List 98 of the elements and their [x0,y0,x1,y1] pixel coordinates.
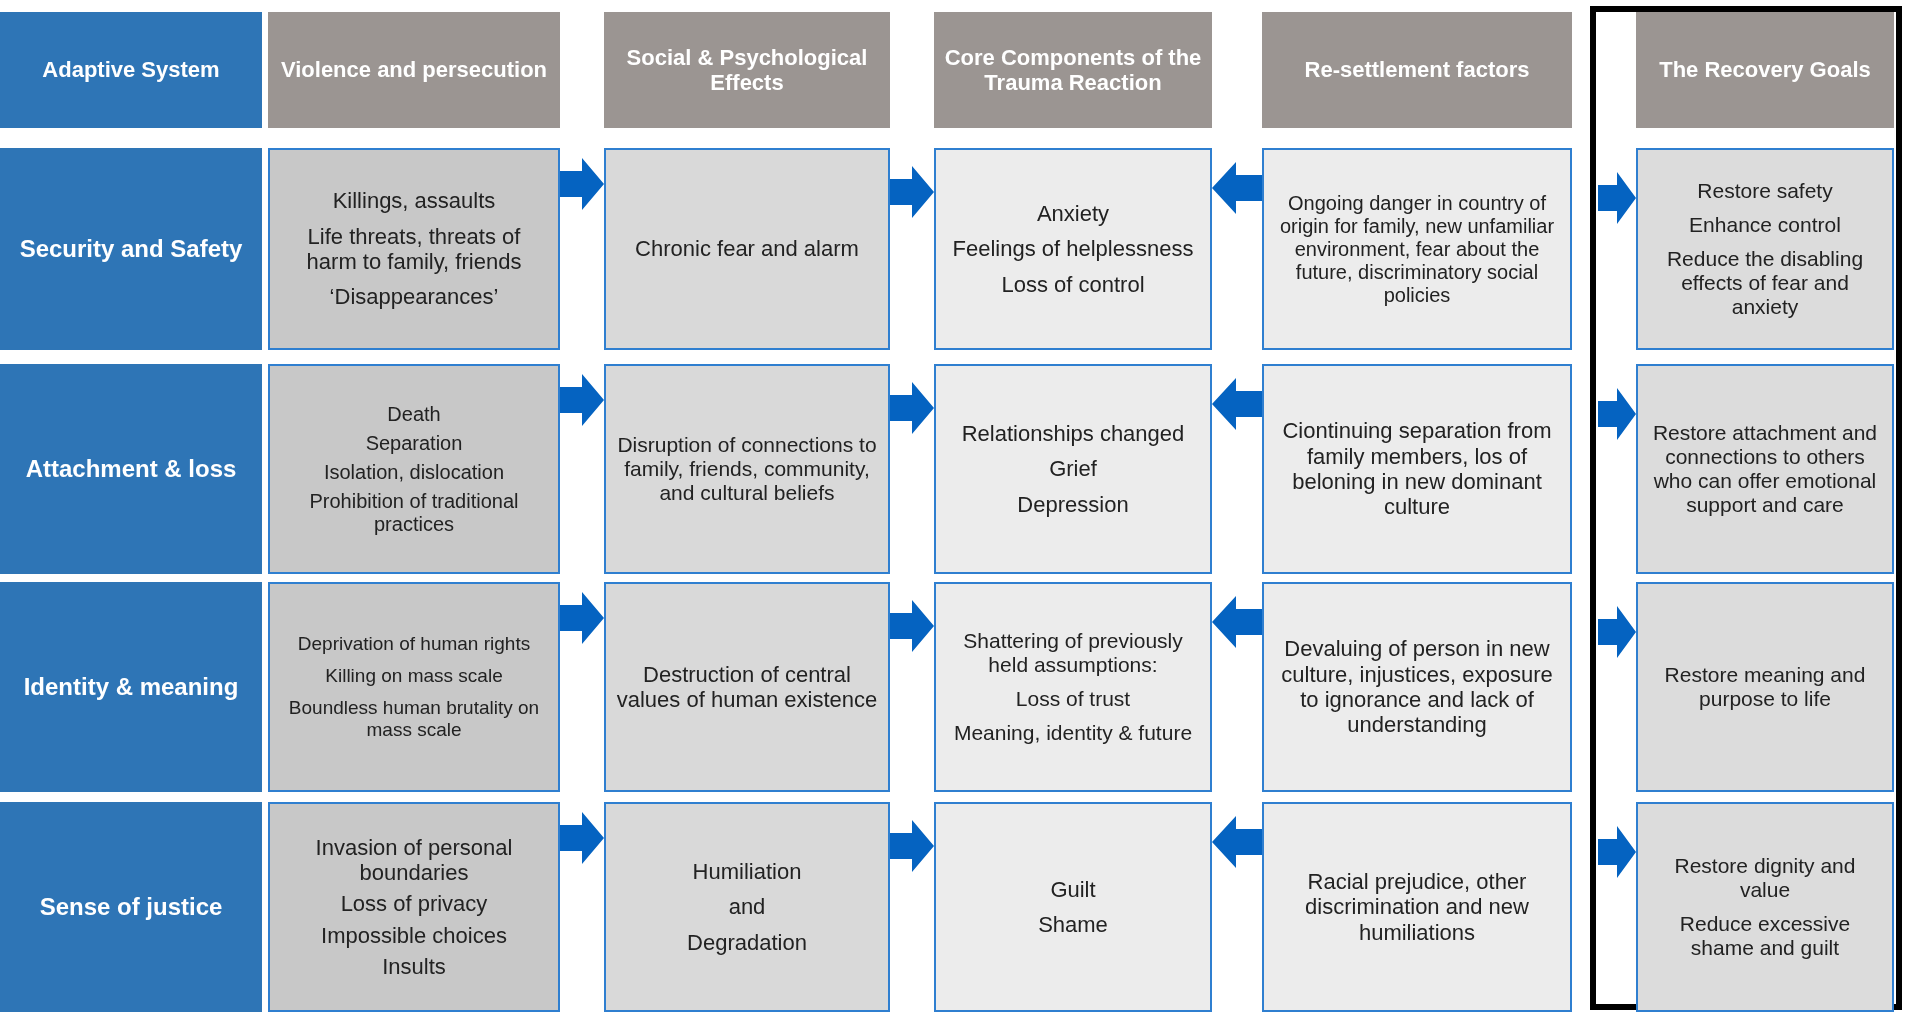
cell-text: Meaning, identity & future [953,721,1193,746]
cell-text: Restore safety [1697,178,1833,203]
cell-text: Sense of justice [39,893,223,921]
cell-text: Destruction of central values of human existence [616,661,878,713]
cell-text: Killing on mass scale [325,665,503,687]
cell-text: Reduce the disabling effects of fear and anxiety [1665,246,1865,320]
cell-text: Shattering of previously held assumptions: [962,628,1184,677]
cell-text: Degradation [687,929,807,955]
cell-text: Prohibition of traditional practices [308,489,520,536]
column-header [1636,12,1894,128]
cell-text: Restore meaning and purpose to life [1663,662,1867,712]
cell-text: Separation [365,431,463,455]
row-header [0,802,262,1012]
cell-text: Shame [1038,912,1108,938]
cell-text: Insults [382,953,446,980]
block-arrow [1212,596,1262,648]
block-arrow [1598,826,1636,878]
cell-text: Humiliation [692,859,802,885]
cell-text: Attachment & loss [25,455,237,483]
cell-text: Deprivation of human rights [297,633,531,656]
text-box [268,582,560,792]
block-arrow [1598,172,1636,224]
cell-text: Restore dignity and value [1673,853,1857,902]
text-box [934,802,1212,1012]
cell-text: Anxiety [1036,201,1110,227]
text-box [934,364,1212,574]
block-arrow [560,374,604,426]
cell-text: The Recovery Goals [1659,57,1871,83]
block-arrow [1212,816,1262,868]
cell-text: Boundless human brutality on mass scale [287,697,541,741]
cell-text: Re-settlement factors [1304,57,1530,83]
cell-text: Death [387,402,441,426]
block-arrow [890,820,934,872]
cell-text: Identity & meaning [23,673,239,701]
cell-text: Disruption of connections to family, friends, community, and cultural beliefs [616,432,878,506]
cell-text: Core Components of the Trauma Reaction [944,44,1202,96]
cell-text: Depression [1017,491,1129,517]
text-box [1262,802,1572,1012]
block-arrow [1598,388,1636,440]
cell-text: Invasion of personal boundaries [314,834,514,886]
cell-text: Feelings of helplessness [952,236,1194,262]
block-arrow [560,592,604,644]
column-header [0,12,262,128]
block-arrow [1212,378,1262,430]
cell-text: Violence and persecution [280,57,548,83]
cell-text: Relationships changed [961,421,1185,447]
block-arrow [1212,162,1262,214]
text-box [604,148,890,350]
text-box [604,582,890,792]
cell-text: Killings, assaults [332,188,496,214]
block-arrow [560,812,604,864]
cell-text: Racial prejudice, other discrimination and new humiliations [1304,869,1530,945]
cell-text: Loss of privacy [340,891,488,917]
text-box [268,802,560,1012]
text-box [1262,148,1572,350]
text-box [1262,364,1572,574]
block-arrow [560,158,604,210]
text-box [604,802,890,1012]
text-box [1636,582,1894,792]
cell-text: ‘Disappearances’ [329,284,499,310]
cell-text: Restore attachment and connections to others who can offer emotional support and care [1651,420,1879,518]
text-box [934,148,1212,350]
cell-text: and [728,894,766,920]
column-header [268,12,560,128]
row-header [0,364,262,574]
column-header [1262,12,1572,128]
cell-text: Enhance control [1689,212,1841,237]
cell-text: Security and Safety [19,235,243,263]
cell-text: Life threats, threats of harm to family, friends [305,223,523,275]
cell-text: Loss of control [1001,271,1145,297]
text-box [934,582,1212,792]
column-header [604,12,890,128]
row-header [0,148,262,350]
text-box [1636,364,1894,574]
column-header [934,12,1212,128]
cell-text: Loss of trust [1015,687,1131,712]
cell-text: Adaptive System [42,57,220,83]
text-box [1636,802,1894,1012]
text-box [268,148,560,350]
text-box [1262,582,1572,792]
cell-text: Guilt [1050,876,1096,902]
cell-text: Isolation, dislocation [323,460,505,484]
block-arrow [890,600,934,652]
cell-text: Reduce excessive shame and guilt [1678,912,1852,961]
text-box [1636,148,1894,350]
block-arrow [890,382,934,434]
cell-text: Ciontinuing separation from family members, los of beloning in new dominant culture [1281,418,1553,520]
cell-text: Impossible choices [321,922,507,948]
cell-text: Devaluing of person in new culture, injustices, exposure to ignorance and lack of understanding [1280,636,1554,738]
cell-text: Ongoing danger in country of origin for family, new unfamiliar environment, fear about the future, discriminatory social policies [1278,191,1556,307]
cell-text: Chronic fear and alarm [635,236,859,262]
row-header [0,582,262,792]
block-arrow [890,166,934,218]
text-box [268,364,560,574]
cell-text: Social & Psychological Effects [625,44,869,96]
cell-text: Grief [1049,456,1097,482]
block-arrow [1598,606,1636,658]
text-box [604,364,890,574]
